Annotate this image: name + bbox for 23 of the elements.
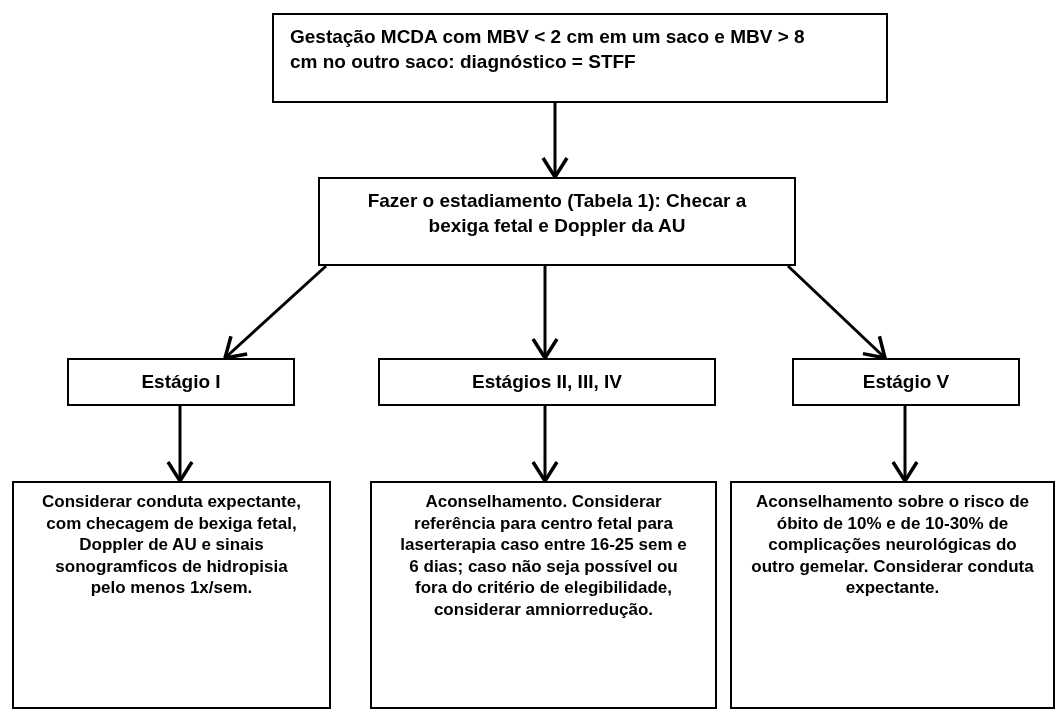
process-box <box>318 177 796 266</box>
arrow <box>166 406 194 483</box>
process-box <box>12 481 331 709</box>
box-text: Aconselhamento. Considerar referência para centro fetal para laserterapia caso entre 16-25 sem e 6 dias; caso não seja possível ou fora do critério de elegibilidade, considerar amniorredução. <box>400 491 687 621</box>
box-text: Considerar conduta expectante, com checagem de bexiga fetal, Doppler de AU e sinais sonogramficos de hidropisia pelo menos 1x/sem. <box>41 491 302 599</box>
process-box <box>730 481 1055 709</box>
box-text: Estágio I <box>141 369 221 394</box>
process-box <box>378 358 716 406</box>
arrow <box>531 266 559 360</box>
box-text: Estágios II, III, IV <box>472 369 622 394</box>
process-box <box>370 481 717 709</box>
arrow <box>891 406 919 483</box>
process-box <box>792 358 1020 406</box>
arrow <box>786 264 887 360</box>
box-text: Estágio V <box>862 369 950 394</box>
box-text: Fazer o estadiamento (Tabela 1): Checar a bexiga fetal e Doppler da AU <box>366 189 748 238</box>
arrow <box>541 103 569 179</box>
process-box <box>272 13 888 103</box>
process-box <box>67 358 295 406</box>
box-text: Aconselhamento sobre o risco de óbito de 10% e de 10-30% de complicações neurológicas do outro gemelar. Considerar conduta expectante. <box>750 491 1035 599</box>
arrow <box>223 264 327 360</box>
arrow <box>531 406 559 483</box>
box-text: Gestação MCDA com MBV < 2 cm em um saco e MBV > 8 cm no outro saco: diagnóstico = STFF <box>290 25 806 74</box>
